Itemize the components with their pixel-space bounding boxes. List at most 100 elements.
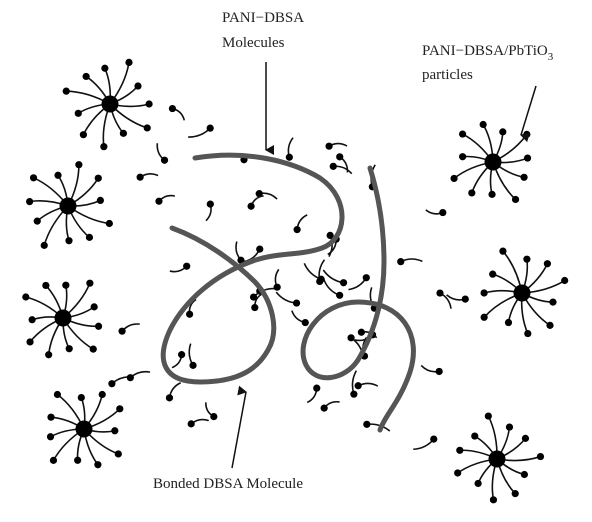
dbsa-head	[294, 226, 301, 233]
dbsa-head	[101, 65, 108, 72]
dbsa-head	[30, 174, 37, 181]
dbsa-head	[430, 435, 437, 442]
dbsa-head	[481, 289, 488, 296]
dbsa-head	[95, 323, 102, 330]
dbsa-head	[45, 351, 52, 358]
dbsa-head	[325, 143, 332, 150]
dbsa-head	[363, 274, 370, 281]
dbsa-head	[459, 153, 466, 160]
dbsa-head	[54, 391, 61, 398]
particle-core	[489, 451, 506, 468]
dbsa-head	[456, 447, 463, 454]
free-dbsa	[206, 402, 218, 420]
arrow-bonded	[232, 392, 246, 468]
dbsa-head	[485, 412, 492, 419]
dbsa-head	[340, 279, 347, 286]
particle-core	[60, 198, 77, 215]
dbsa-head	[106, 220, 113, 227]
dbsa-head	[336, 153, 343, 160]
dbsa-head	[505, 319, 512, 326]
pani-chains	[163, 155, 413, 430]
dbsa-head	[144, 124, 151, 131]
dbsa-head	[100, 143, 107, 150]
dbsa-head	[95, 175, 102, 182]
dbsa-head	[86, 280, 93, 287]
dbsa-head	[520, 174, 527, 181]
dbsa-head	[26, 338, 33, 345]
dbsa-head	[186, 311, 193, 318]
free-dbsa	[137, 174, 159, 181]
dbsa-head	[90, 346, 97, 353]
dbsa-head	[251, 304, 258, 311]
pani-dbsa-label-line1: PANI−DBSA	[222, 10, 304, 26]
free-dbsa	[188, 420, 209, 428]
free-dbsa	[172, 351, 185, 368]
free-dbsa	[321, 402, 340, 412]
free-dbsa	[294, 215, 308, 233]
particle-label-main: PANI−DBSA/PbTiO	[422, 43, 548, 59]
free-dbsa	[292, 311, 309, 327]
dbsa-head	[169, 105, 176, 112]
dbsa-head	[207, 125, 214, 132]
dbsa-head	[99, 391, 106, 398]
particle	[47, 391, 123, 468]
bonded-dbsa-label: Bonded DBSA Molecule	[153, 476, 303, 492]
dbsa-head	[358, 329, 365, 336]
dbsa-head	[42, 282, 49, 289]
free-dbsa	[413, 435, 437, 449]
dbsa-head	[34, 218, 41, 225]
dbsa-head	[75, 110, 82, 117]
dbsa-head	[125, 59, 132, 66]
dbsa-head	[524, 154, 531, 161]
dbsa-head	[80, 131, 87, 138]
dbsa-head	[41, 242, 48, 249]
dbsa-head	[83, 73, 90, 80]
dbsa-head	[166, 394, 173, 401]
dbsa-head	[488, 191, 495, 198]
free-dbsa-molecules	[108, 105, 469, 449]
dbsa-head	[512, 490, 519, 497]
dbsa-head	[524, 330, 531, 337]
particle-label-line2: particles	[422, 67, 473, 83]
dbsa-head	[523, 131, 530, 138]
free-dbsa	[421, 365, 443, 375]
free-dbsa	[286, 138, 293, 161]
dbsa-head	[436, 289, 443, 296]
dbsa-head	[137, 174, 144, 181]
dbsa-head	[134, 82, 141, 89]
free-dbsa	[276, 292, 300, 307]
dbsa-head	[256, 246, 263, 253]
dbsa-head	[78, 394, 85, 401]
free-dbsa	[355, 382, 378, 389]
dbsa-head	[439, 209, 446, 216]
dbsa-head	[178, 351, 185, 358]
dbsa-head	[468, 189, 475, 196]
dbsa-head	[111, 427, 118, 434]
dbsa-head	[47, 433, 54, 440]
dbsa-head	[397, 258, 404, 265]
free-dbsa	[169, 105, 184, 120]
dbsa-head	[459, 130, 466, 137]
free-dbsa	[170, 263, 190, 272]
free-dbsa	[247, 196, 263, 210]
dbsa-head	[321, 405, 328, 412]
dbsa-head	[29, 316, 36, 323]
dbsa-head	[523, 256, 530, 263]
dbsa-head	[26, 198, 33, 205]
free-dbsa	[157, 143, 168, 164]
dbsa-head	[450, 175, 457, 182]
free-dbsa	[348, 274, 369, 289]
dbsa-head	[47, 414, 54, 421]
dbsa-head	[522, 435, 529, 442]
free-dbsa	[397, 258, 422, 265]
dbsa-head	[537, 453, 544, 460]
particle-core	[102, 96, 119, 113]
dbsa-head	[75, 161, 82, 168]
dbsa-head	[247, 203, 254, 210]
dbsa-head	[120, 130, 127, 137]
pani-chain-2	[303, 168, 413, 430]
particle-core	[514, 285, 531, 302]
dbsa-head	[94, 461, 101, 468]
dbsa-head	[22, 293, 29, 300]
